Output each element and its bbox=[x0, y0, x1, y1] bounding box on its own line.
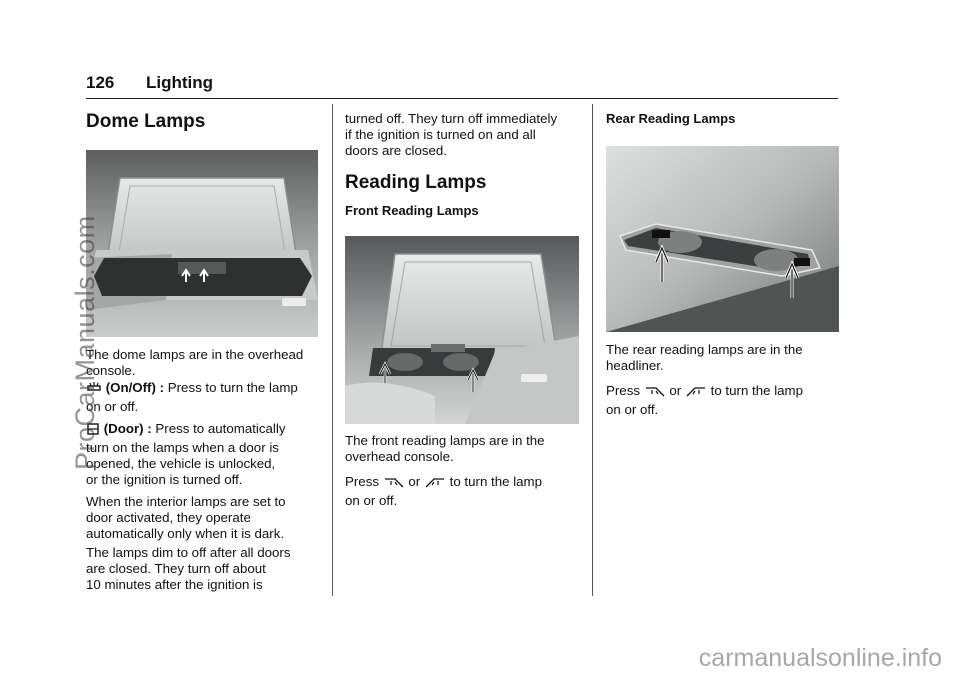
rear-caption-b: headliner. bbox=[606, 358, 664, 373]
chapter-title: Lighting bbox=[146, 73, 214, 92]
dome-door-icon bbox=[86, 422, 100, 440]
door-desc-a: Press to automatically bbox=[155, 421, 286, 436]
rear-reading-caption: The rear reading lamps are in the headli… bbox=[606, 342, 841, 374]
reading-lamp-left-icon bbox=[383, 475, 405, 493]
cont-line-c: doors are closed. bbox=[345, 143, 447, 158]
header-rule bbox=[86, 98, 838, 99]
continued-paragraph: turned off. They turn off immediately if… bbox=[345, 111, 590, 159]
dimming-paragraph: The lamps dim to off after all doors are… bbox=[86, 545, 331, 593]
onoff-desc-b: on or off. bbox=[86, 399, 139, 414]
front-reading-lamps-subheading: Front Reading Lamps bbox=[345, 203, 479, 218]
front-reading-caption: The front reading lamps are in the overh… bbox=[345, 433, 590, 465]
rear-reading-lamps-subheading: Rear Reading Lamps bbox=[606, 111, 736, 126]
column-divider-1 bbox=[332, 104, 333, 596]
door-desc-d: or the ignition is turned off. bbox=[86, 472, 243, 487]
rear-tail-b: on or off. bbox=[606, 402, 659, 417]
page-number: 126 bbox=[86, 73, 115, 92]
auto-operation-paragraph: When the interior lamps are set to door … bbox=[86, 494, 331, 542]
dome-lamp-photo bbox=[86, 150, 318, 337]
dome-lamps-heading: Dome Lamps bbox=[86, 111, 206, 132]
front-caption-b: overhead console. bbox=[345, 449, 454, 464]
rear-caption-a: The rear reading lamps are in the bbox=[606, 342, 803, 357]
para4-line-c: 10 minutes after the ignition is bbox=[86, 577, 263, 592]
para4-line-b: are closed. They turn off about bbox=[86, 561, 266, 576]
para4-line-a: The lamps dim to off after all doors bbox=[86, 545, 291, 560]
para3-line-c: automatically only when it is dark. bbox=[86, 526, 285, 541]
cont-line-b: if the ignition is turned on and all bbox=[345, 127, 536, 142]
front-tail-b: on or off. bbox=[345, 493, 398, 508]
door-term: (Door) : bbox=[103, 421, 152, 436]
door-desc-b: turn on the lamps when a door is bbox=[86, 440, 279, 455]
rear-tail-a: to turn the lamp bbox=[710, 383, 804, 398]
rear-lamp-left-icon bbox=[644, 384, 666, 402]
rear-lamp-right-icon bbox=[685, 384, 707, 402]
rear-press-instruction: Press or to turn the lamp on or off. bbox=[606, 383, 841, 418]
reading-lamp-right-icon bbox=[424, 475, 446, 493]
rear-or-word: or bbox=[669, 383, 682, 398]
front-press-instruction: Press or to turn the lamp on or off. bbox=[345, 474, 590, 509]
para3-line-a: When the interior lamps are set to bbox=[86, 494, 286, 509]
dome-onoff-icon bbox=[86, 381, 102, 399]
door-entry: (Door) : Press to automatically turn on … bbox=[86, 421, 331, 488]
onoff-desc-a: Press to turn the lamp bbox=[167, 380, 298, 395]
rear-reading-lamp-photo bbox=[606, 146, 839, 332]
door-desc-c: opened, the vehicle is unlocked, bbox=[86, 456, 276, 471]
rear-press-word: Press bbox=[606, 383, 640, 398]
front-tail-a: to turn the lamp bbox=[449, 474, 543, 489]
column-divider-2 bbox=[592, 104, 593, 596]
para3-line-b: door activated, they operate bbox=[86, 510, 251, 525]
onoff-term: (On/Off) : bbox=[105, 380, 165, 395]
front-or-word: or bbox=[408, 474, 421, 489]
front-reading-lamp-photo bbox=[345, 236, 579, 424]
cont-line-a: turned off. They turn off immediately bbox=[345, 111, 558, 126]
reading-lamps-heading: Reading Lamps bbox=[345, 172, 487, 193]
onoff-entry: (On/Off) : Press to turn the lamp on or … bbox=[86, 380, 331, 415]
front-caption-a: The front reading lamps are in the bbox=[345, 433, 545, 448]
bottom-watermark: carmanualsonline.info bbox=[698, 644, 942, 672]
dome-lamps-intro: The dome lamps are in the overhead conso… bbox=[86, 347, 304, 378]
front-press-word: Press bbox=[345, 474, 379, 489]
side-watermark: ProCarManuals.com bbox=[70, 215, 100, 470]
